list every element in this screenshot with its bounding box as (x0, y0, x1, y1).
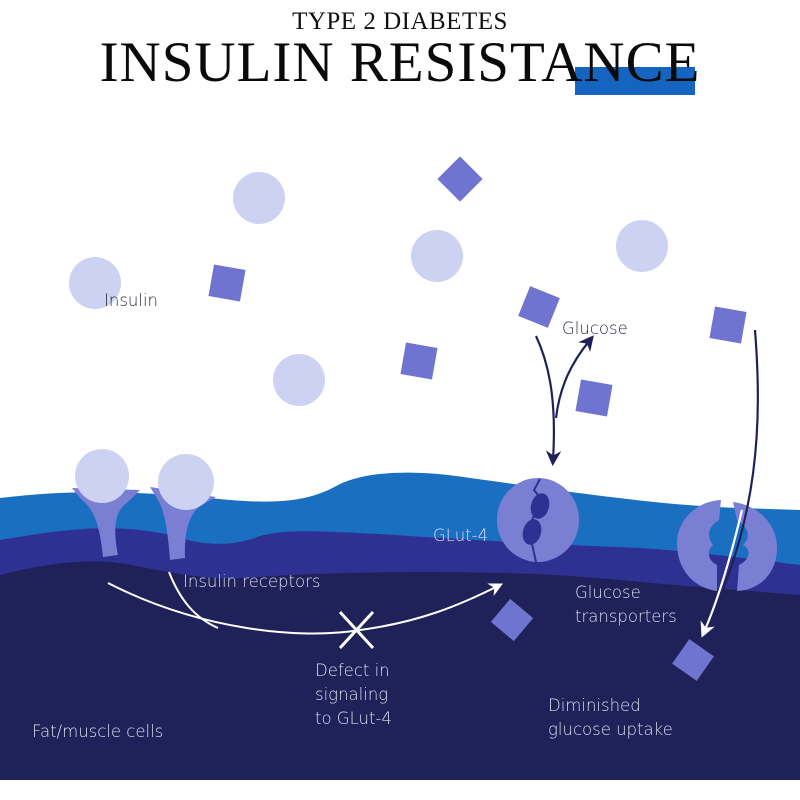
title-accent-bar (575, 67, 695, 95)
defect-x-icon (338, 610, 375, 650)
receptor-signal-line (168, 571, 219, 629)
insulin-receptor (150, 454, 216, 560)
insulin-molecule (273, 354, 325, 406)
insulin-receptor (72, 449, 140, 557)
glucose-molecule (518, 286, 560, 328)
label-defect-2: signaling (315, 685, 389, 704)
label-defect-3: to GLut-4 (315, 709, 392, 728)
label-insulin-receptors: Insulin receptors (183, 572, 321, 591)
insulin-molecule (69, 257, 121, 309)
glucose-molecule (208, 264, 246, 302)
insulin-molecule (616, 220, 668, 272)
glucose-molecule (437, 156, 483, 202)
glucose-uptake-arrow (703, 329, 759, 633)
glucose-inflow-arrow (535, 335, 562, 467)
cytoplasm (0, 561, 800, 780)
insulin-molecule (411, 230, 463, 282)
diagram-title: INSULIN RESISTANCE (99, 31, 701, 94)
label-glucose-transporters-1: Glucose (575, 583, 641, 602)
label-diminished-1: Diminished (548, 696, 641, 715)
glucose-molecule (672, 639, 714, 681)
label-cells: Fat/muscle cells (32, 722, 164, 741)
glucose-return-arrow (554, 335, 594, 419)
label-glut4: GLut-4 (433, 526, 489, 545)
label-insulin: Insulin (104, 291, 159, 310)
glut4-transporter (497, 478, 579, 563)
glucose-molecule (575, 379, 613, 417)
label-diminished-2: glucose uptake (548, 720, 673, 739)
glucose-molecule (400, 342, 438, 380)
label-glucose: Glucose (562, 319, 628, 338)
label-defect-1: Defect in (315, 661, 390, 680)
diagram-subtitle: TYPE 2 DIABETES (292, 8, 508, 35)
insulin-molecule (233, 172, 285, 224)
glucose-uptake-arrow-inner (700, 509, 744, 638)
glucose-molecule (709, 306, 747, 344)
signaling-arrow (107, 582, 504, 635)
glucose-molecule (490, 598, 534, 642)
label-glucose-transporters-2: transporters (575, 607, 677, 626)
